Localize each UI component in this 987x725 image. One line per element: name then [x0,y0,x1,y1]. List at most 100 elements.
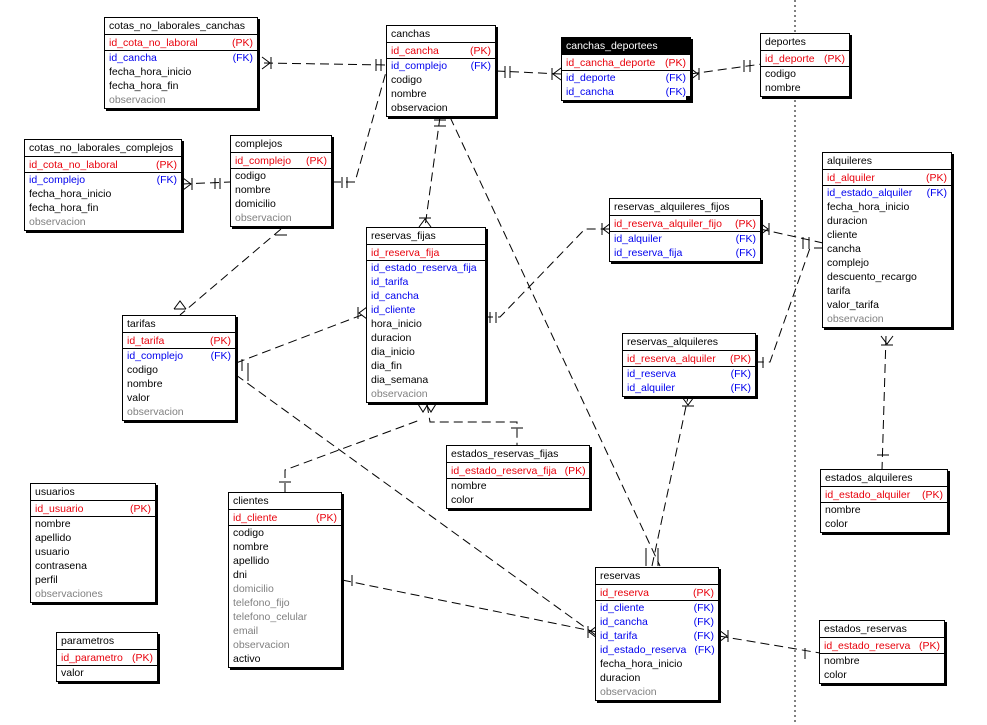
attribute-name: cliente [827,229,858,241]
pk-separator [447,478,589,479]
attribute-key-tag: (FK) [156,174,177,186]
attribute-name: color [451,494,474,506]
attribute-row: id_estado_reserva(FK) [600,643,715,657]
attribute-name: activo [233,653,261,665]
attribute-row: valor [61,666,153,680]
attribute-row: id_cancha(FK) [600,615,714,629]
attribute-row: nombre [765,81,845,95]
pk-separator [123,348,235,349]
attribute-name: nombre [825,504,861,516]
attribute-row: codigo [233,526,337,540]
attribute-name: id_complejo [235,155,292,167]
entity-title: deportes [761,34,849,51]
pk-separator [105,50,257,51]
attribute-row: id_complejo(PK) [235,154,327,168]
pk-separator [231,168,331,169]
attribute-row: duracion [371,331,481,345]
attribute-row: nombre [35,517,151,531]
attribute-key-tag: (FK) [470,60,491,72]
rel-tarifas-reservas [235,374,598,637]
entity-title: reservas [596,568,718,585]
attribute-row: domicilio [233,582,337,596]
attribute-name: id_reserva [600,587,650,599]
resize-handle[interactable] [686,96,690,100]
entity-title: estados_reservas_fijas [447,446,589,463]
pk-separator [57,665,157,666]
attribute-name: email [233,625,259,637]
attribute-name: observacion [127,406,184,418]
attribute-row: observacion [29,215,177,229]
attribute-name: descuento_recargo [827,271,917,283]
attribute-name: hora_inicio [371,318,422,330]
attribute-row: id_estado_alquiler(PK) [825,488,943,502]
pk-separator [820,653,944,654]
attribute-key-tag: (PK) [470,45,491,57]
attribute-name: id_alquiler [827,172,875,184]
entity-title: reservas_alquileres [623,334,755,351]
entity-attributes: id_reserva(PK)id_cliente(FK)id_cancha(FK… [596,585,718,700]
pk-separator [562,70,690,71]
attribute-row: fecha_hora_inicio [827,200,947,214]
attribute-row: id_complejo (FK) [391,59,491,73]
attribute-row: tarifa [827,284,947,298]
rel-tarifas-reservas-fijas [235,312,368,364]
attribute-name: perfil [35,574,58,586]
attribute-row: email [233,624,337,638]
attribute-key-tag: (PK) [132,652,153,664]
attribute-key-tag: (PK) [564,465,586,477]
attribute-key-tag: (FK) [210,350,231,362]
attribute-name: codigo [127,364,158,376]
pk-separator [367,260,485,261]
attribute-row: id_cota_no_laboral(PK) [109,36,253,50]
attribute-row: cancha [827,242,947,256]
attribute-key-tag: (FK) [232,52,253,64]
entity-title: estados_alquileres [821,470,947,487]
attribute-key-tag: (FK) [665,72,686,84]
attribute-name: domicilio [233,583,274,595]
attribute-row: dia_inicio [371,345,481,359]
rel-clientes-reservas [341,579,598,633]
attribute-name: nombre [35,518,71,530]
attribute-row: fecha_hora_inicio [109,65,253,79]
attribute-name: codigo [235,170,266,182]
rel-canchas-reservas-fijas [424,116,441,228]
attribute-name: valor [127,392,150,404]
attribute-name: id_reserva_alquiler_fijo [614,218,722,230]
rel-estados-alq-alq [881,335,887,471]
attribute-key-tag: (PK) [730,353,751,365]
attribute-name: fecha_hora_fin [109,80,179,92]
entity-title: canchas_deportees [562,38,690,55]
attribute-name: nombre [765,82,801,94]
attribute-row: id_reserva(FK) [627,367,751,381]
entity-title: complejos [231,136,331,153]
attribute-row: perfil [35,573,151,587]
attribute-name: id_complejo [391,60,448,72]
entity-attributes: id_cota_no_laboral(PK)id_cancha(FK)fecha… [105,35,257,108]
attribute-key-tag: (PK) [665,57,686,69]
attribute-key-tag: (FK) [730,368,751,380]
attribute-row: id_usuario(PK) [35,502,151,516]
attribute-row: duracion [600,671,714,685]
attribute-name: fecha_hora_fin [29,202,99,214]
entity-title: clientes [229,493,341,510]
